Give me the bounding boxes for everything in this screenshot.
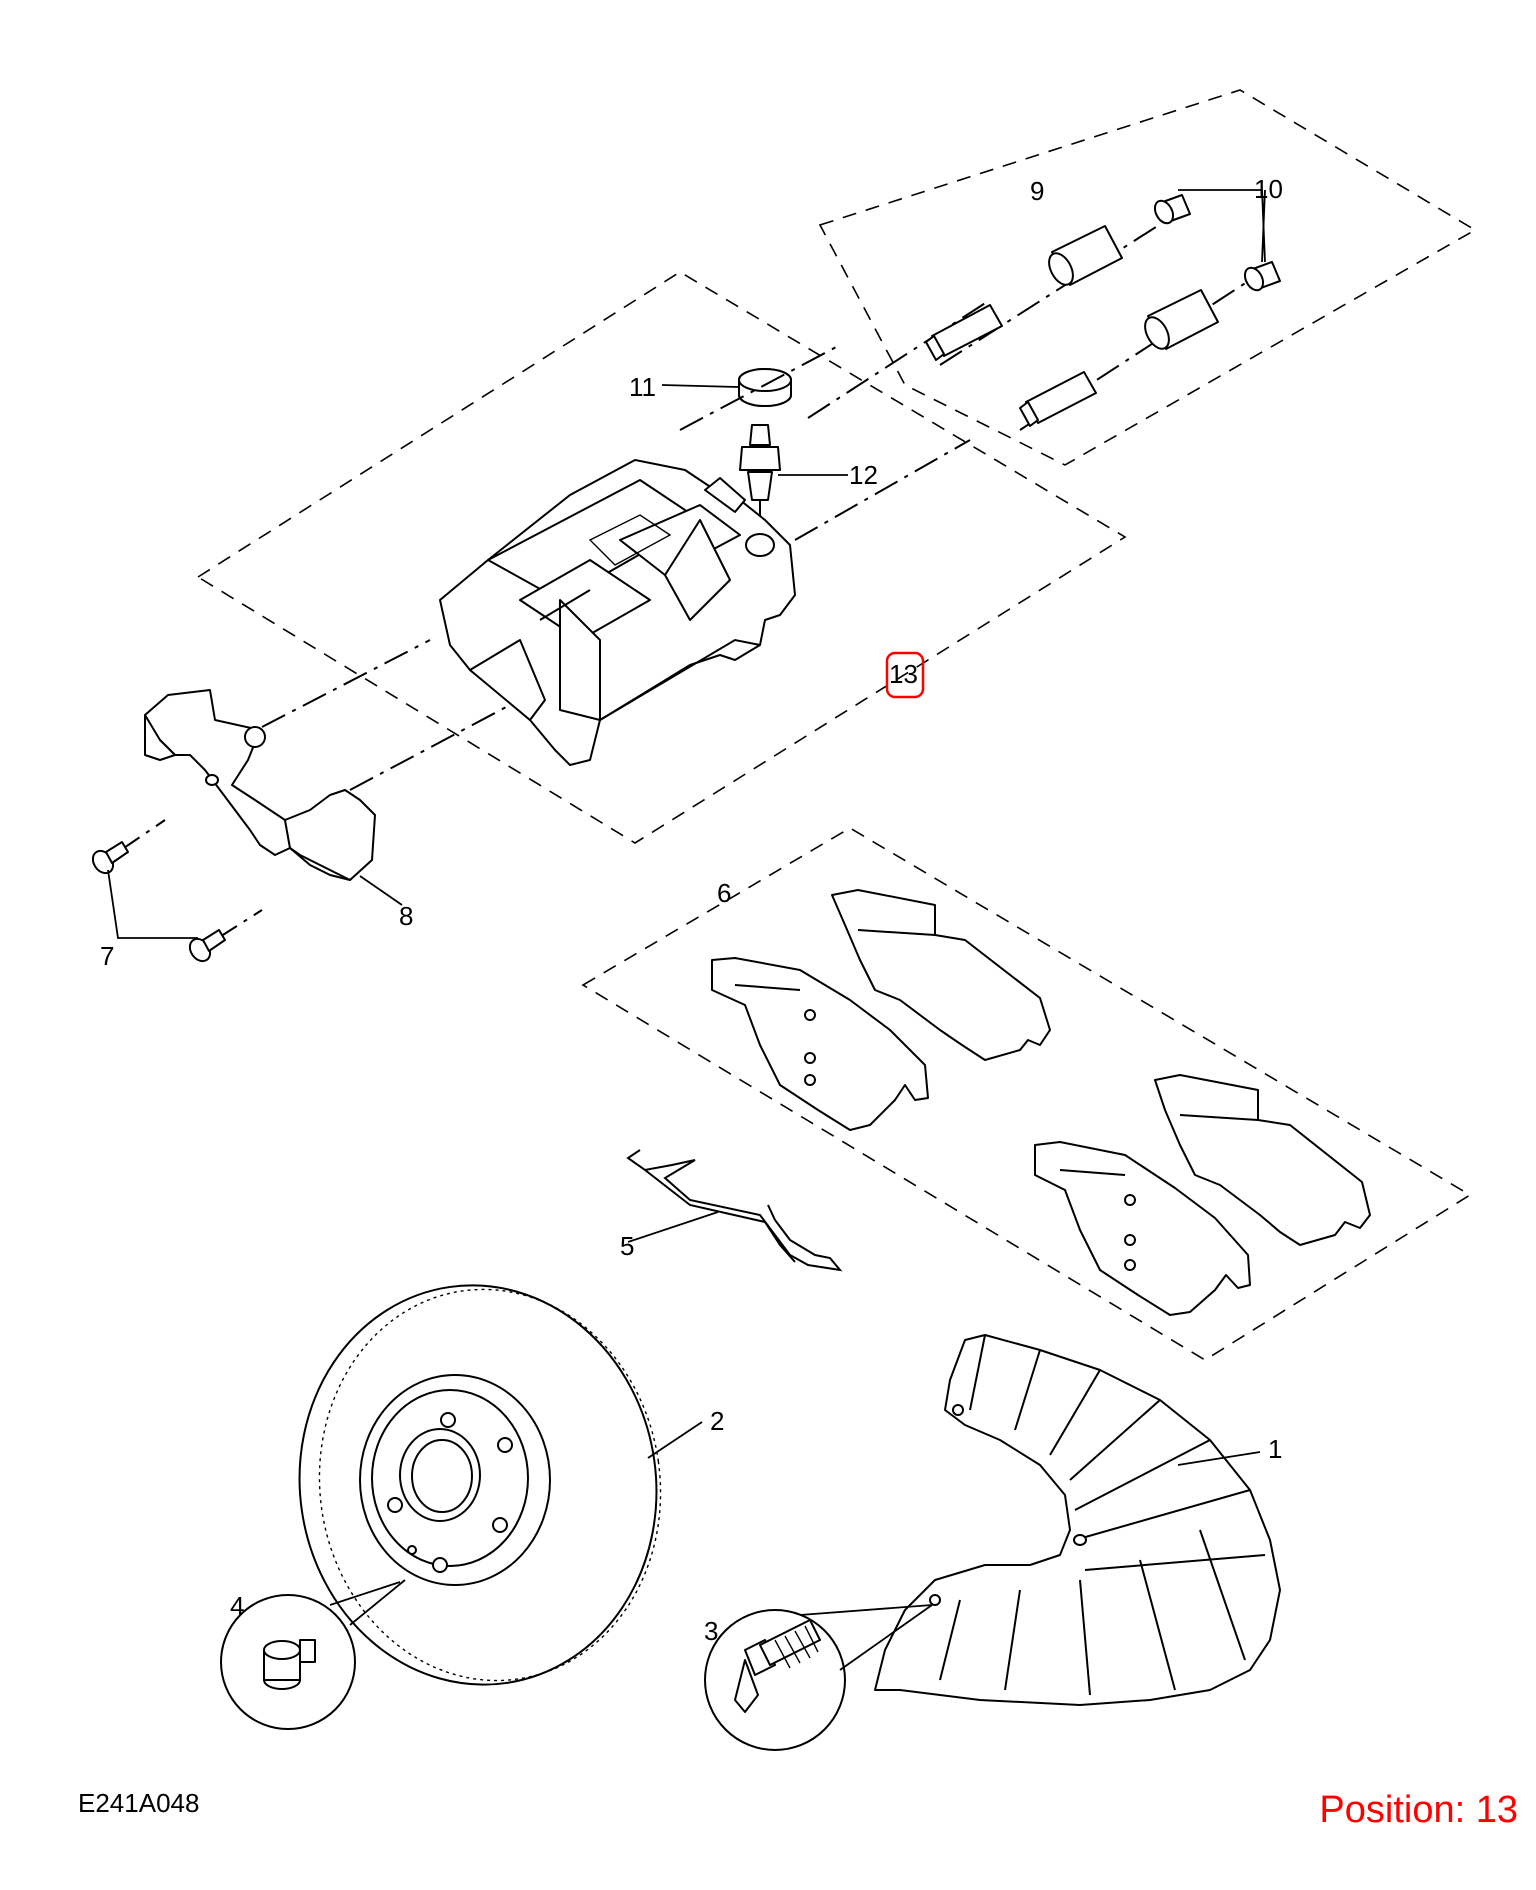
- callout-12[interactable]: 12: [849, 460, 878, 490]
- carrier-bracket: [144, 689, 376, 881]
- callout-9[interactable]: 9: [1030, 176, 1044, 206]
- callout-11[interactable]: 11: [629, 372, 656, 402]
- bracket-bolts: [91, 819, 263, 963]
- callout-10[interactable]: 10: [1254, 174, 1283, 204]
- disc-screw-detail: [220, 1579, 406, 1730]
- position-indicator: Position: 13: [1319, 1789, 1518, 1831]
- callout-13-highlight: [885, 651, 925, 699]
- callout-6[interactable]: 6: [717, 878, 731, 908]
- callout-3[interactable]: 3: [704, 1616, 718, 1646]
- callout-5[interactable]: 5: [620, 1231, 634, 1261]
- callout-8[interactable]: 8: [399, 901, 413, 931]
- callout-4[interactable]: 4: [230, 1591, 244, 1621]
- dust-shield: [874, 1334, 1281, 1706]
- group-box-caliper: [196, 271, 1127, 844]
- brake-caliper: [439, 459, 796, 766]
- callout-7[interactable]: 7: [100, 941, 114, 971]
- leader-lines: [107, 189, 1266, 1466]
- shield-bolt-detail: [704, 1604, 933, 1751]
- slide-pin-set: [807, 194, 1281, 431]
- callout-1[interactable]: 1: [1268, 1434, 1282, 1464]
- callout-13[interactable]: 13: [889, 659, 918, 689]
- group-box-brake-pads: [581, 827, 1472, 1361]
- brake-pads: [711, 889, 1371, 1316]
- anti-rattle-clip: [626, 1149, 843, 1272]
- callout-labels: 1 2 3 4 5 6 7 8 9 10 11 12 13: [100, 174, 1283, 1646]
- callout-2[interactable]: 2: [710, 1406, 724, 1436]
- diagram-code: E241A048: [78, 1788, 199, 1818]
- group-box-slide-pins: [818, 89, 1477, 466]
